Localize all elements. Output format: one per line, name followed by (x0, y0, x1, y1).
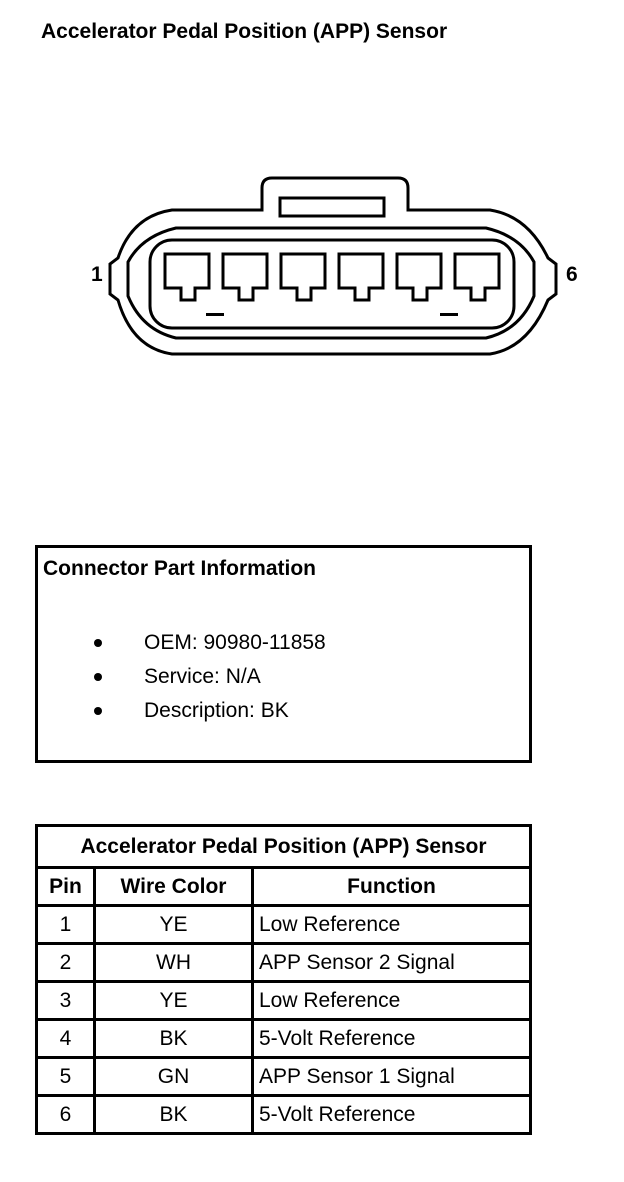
cell-pin: 6 (35, 1094, 96, 1135)
cell-wire-color: WH (93, 942, 254, 983)
cell-pin: 5 (35, 1056, 96, 1097)
pin-label-right: 6 (566, 263, 578, 286)
cell-wire-color: BK (93, 1094, 254, 1135)
table-row: 3 YE Low Reference (35, 980, 532, 1021)
table-row: 4 BK 5-Volt Reference (35, 1018, 532, 1059)
cell-pin: 3 (35, 980, 96, 1021)
key-mark-left (206, 313, 224, 316)
cell-pin: 4 (35, 1018, 96, 1059)
cell-pin: 1 (35, 904, 96, 945)
cell-wire-color: BK (93, 1018, 254, 1059)
terminal-cavity-2 (221, 252, 269, 302)
part-info-title: Connector Part Information (43, 557, 317, 580)
terminal-cavity-5 (395, 252, 443, 302)
cell-wire-color: GN (93, 1056, 254, 1097)
header-function: Function (251, 866, 532, 907)
cell-function: 5-Volt Reference (251, 1094, 532, 1135)
cell-function: Low Reference (251, 904, 532, 945)
cell-function: APP Sensor 1 Signal (251, 1056, 532, 1097)
table-row: 5 GN APP Sensor 1 Signal (35, 1056, 532, 1097)
cell-function: Low Reference (251, 980, 532, 1021)
pin-label-left: 1 (91, 263, 103, 286)
part-info-list: OEM: 90980-11858 Service: N/A Descriptio… (90, 626, 326, 728)
terminal-cavity-3 (279, 252, 327, 302)
diagram-title: Accelerator Pedal Position (APP) Sensor (41, 20, 448, 43)
cell-wire-color: YE (93, 980, 254, 1021)
cell-wire-color: YE (93, 904, 254, 945)
terminal-cavity-1 (163, 252, 211, 302)
table-row: 1 YE Low Reference (35, 904, 532, 945)
table-row: 2 WH APP Sensor 2 Signal (35, 942, 532, 983)
table-row: 6 BK 5-Volt Reference (35, 1094, 532, 1135)
cell-function: 5-Volt Reference (251, 1018, 532, 1059)
pin-function-table: Accelerator Pedal Position (APP) Sensor … (35, 824, 532, 1135)
cell-function: APP Sensor 2 Signal (251, 942, 532, 983)
terminal-cavity-6 (453, 252, 501, 302)
connector-outer-shell (108, 176, 558, 356)
table-title: Accelerator Pedal Position (APP) Sensor (35, 824, 532, 869)
connector-latch (278, 196, 386, 218)
connector-part-info-box: Connector Part Information OEM: 90980-11… (35, 545, 532, 763)
cavity-frame (148, 238, 516, 330)
connector-diagram: 1 6 (91, 176, 578, 356)
header-pin: Pin (35, 866, 96, 907)
cavity-group (163, 252, 501, 302)
part-info-description: Description: BK (90, 694, 326, 728)
connector-inner-shell (126, 226, 536, 340)
part-info-oem: OEM: 90980-11858 (90, 626, 326, 660)
terminal-cavity-4 (337, 252, 385, 302)
cell-pin: 2 (35, 942, 96, 983)
part-info-service: Service: N/A (90, 660, 326, 694)
key-mark-right (440, 313, 458, 316)
header-wire-color: Wire Color (93, 866, 254, 907)
